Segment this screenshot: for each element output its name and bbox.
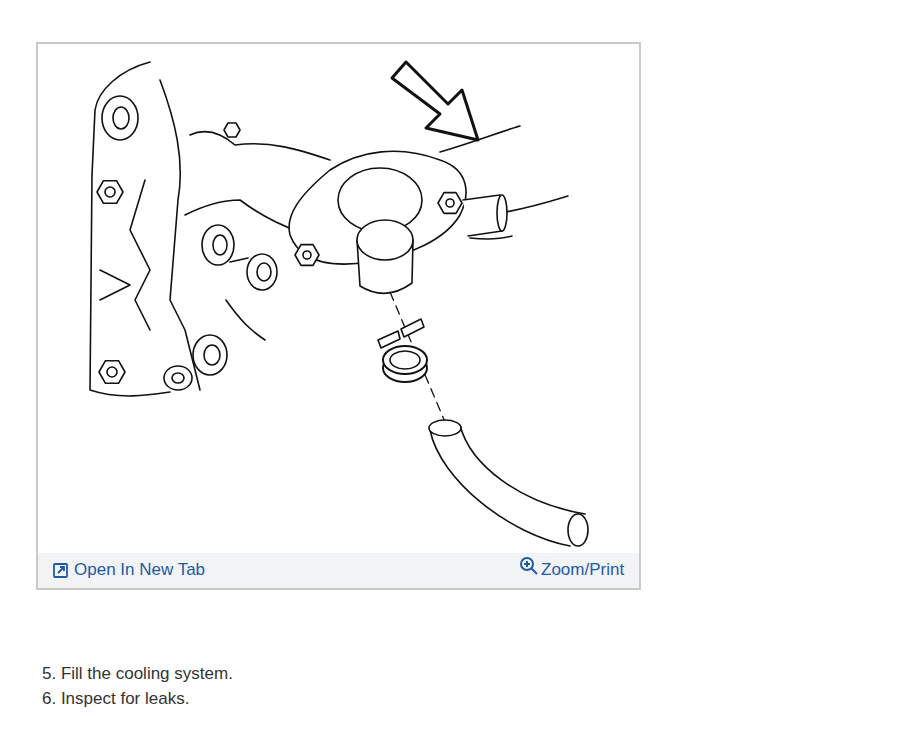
step-text: 5. Fill the cooling system. bbox=[42, 664, 233, 684]
thermostat-housing-drawing bbox=[90, 62, 588, 546]
toolbar-link: Open In New Tab bbox=[74, 560, 205, 580]
new-tab-icon bbox=[54, 564, 67, 577]
step-text: 6. Inspect for leaks. bbox=[42, 689, 189, 709]
figure-frame bbox=[37, 43, 640, 589]
figure-toolbar bbox=[38, 553, 639, 588]
zoom-icon bbox=[521, 558, 537, 574]
toolbar-link: Zoom/Print bbox=[541, 560, 624, 580]
